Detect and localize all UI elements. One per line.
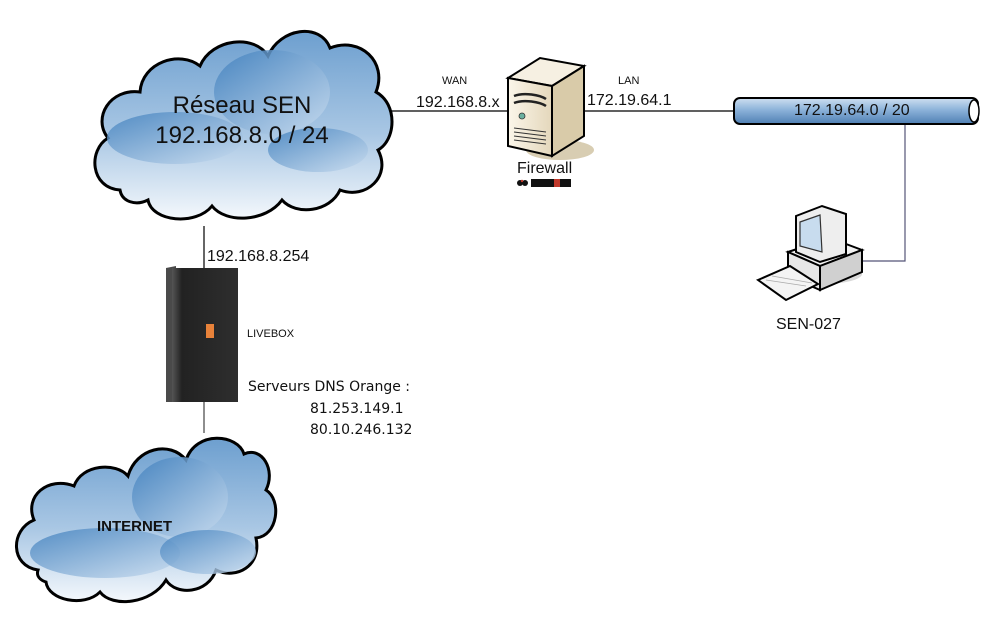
- lan-cloud-icon: [93, 30, 394, 221]
- dns-server-2: 80.10.246.132: [310, 422, 413, 438]
- lan-segment-pipe-icon: [733, 97, 980, 125]
- firewall-server-icon: [505, 56, 594, 160]
- workstation-name: SEN-027: [776, 316, 841, 333]
- wan-label: WAN: [442, 75, 468, 87]
- dns-title: Serveurs DNS Orange :: [248, 379, 411, 395]
- link-segment-to-workstation: [860, 123, 906, 262]
- dns-server-1: 81.253.149.1: [310, 401, 404, 417]
- lan-cloud-name: Réseau SEN: [172, 92, 312, 119]
- lan-label: LAN: [618, 75, 640, 87]
- firewall-label: Firewall: [517, 160, 573, 177]
- workstation-pc-icon: [755, 204, 865, 302]
- livebox-label: LIVEBOX: [247, 328, 295, 340]
- livebox-ip: 192.168.8.254: [207, 248, 310, 265]
- links: [203, 110, 906, 433]
- wan-ip: 192.168.8.x: [416, 94, 500, 111]
- lan-cloud-subnet: 192.168.8.0 / 24: [155, 122, 329, 149]
- internet-cloud-name: INTERNET: [97, 518, 172, 535]
- pfsense-logo-icon: [517, 179, 571, 187]
- lan-ip: 172.19.64.1: [587, 92, 672, 109]
- lan-segment-subnet: 172.19.64.0 / 20: [794, 102, 910, 119]
- internet-cloud-icon: [15, 436, 278, 604]
- livebox-router-icon: [166, 266, 238, 402]
